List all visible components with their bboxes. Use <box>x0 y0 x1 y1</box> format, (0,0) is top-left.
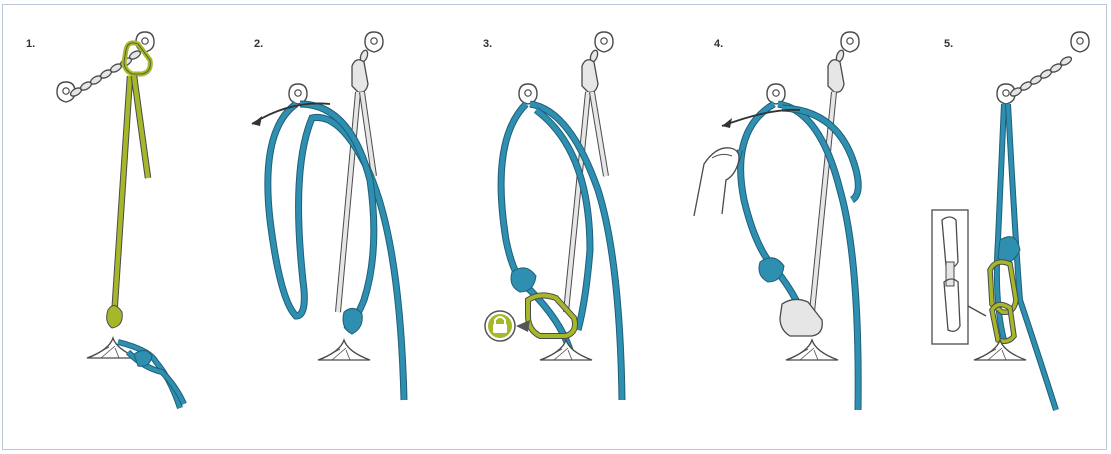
chain <box>1009 55 1073 98</box>
ground-anchor <box>318 340 370 360</box>
ground-anchor <box>974 340 1026 360</box>
top-bolt <box>1071 32 1089 52</box>
anchor-bolt <box>519 84 537 104</box>
quickdraw-icon <box>932 210 986 344</box>
hand-icon <box>694 148 739 216</box>
rope <box>997 104 1056 410</box>
ground-anchor <box>786 340 838 360</box>
rope <box>118 342 184 408</box>
steel-carabiner <box>828 60 844 93</box>
steel-carabiner <box>780 299 822 336</box>
step-1-panel <box>57 32 184 408</box>
step-5-panel <box>932 32 1089 410</box>
step-4-panel <box>694 32 859 410</box>
lock-icon <box>485 311 530 341</box>
ground-anchor <box>540 340 592 360</box>
rope <box>728 104 858 410</box>
sling <box>107 76 148 328</box>
top-bolt <box>365 32 383 52</box>
top-bolt <box>595 32 613 52</box>
steel-carabiner <box>352 60 368 93</box>
anchor-bolt <box>767 84 785 104</box>
steel-carabiner <box>582 60 598 93</box>
step-2-panel <box>252 32 404 400</box>
step-3-panel <box>485 32 622 400</box>
top-bolt <box>841 32 859 52</box>
